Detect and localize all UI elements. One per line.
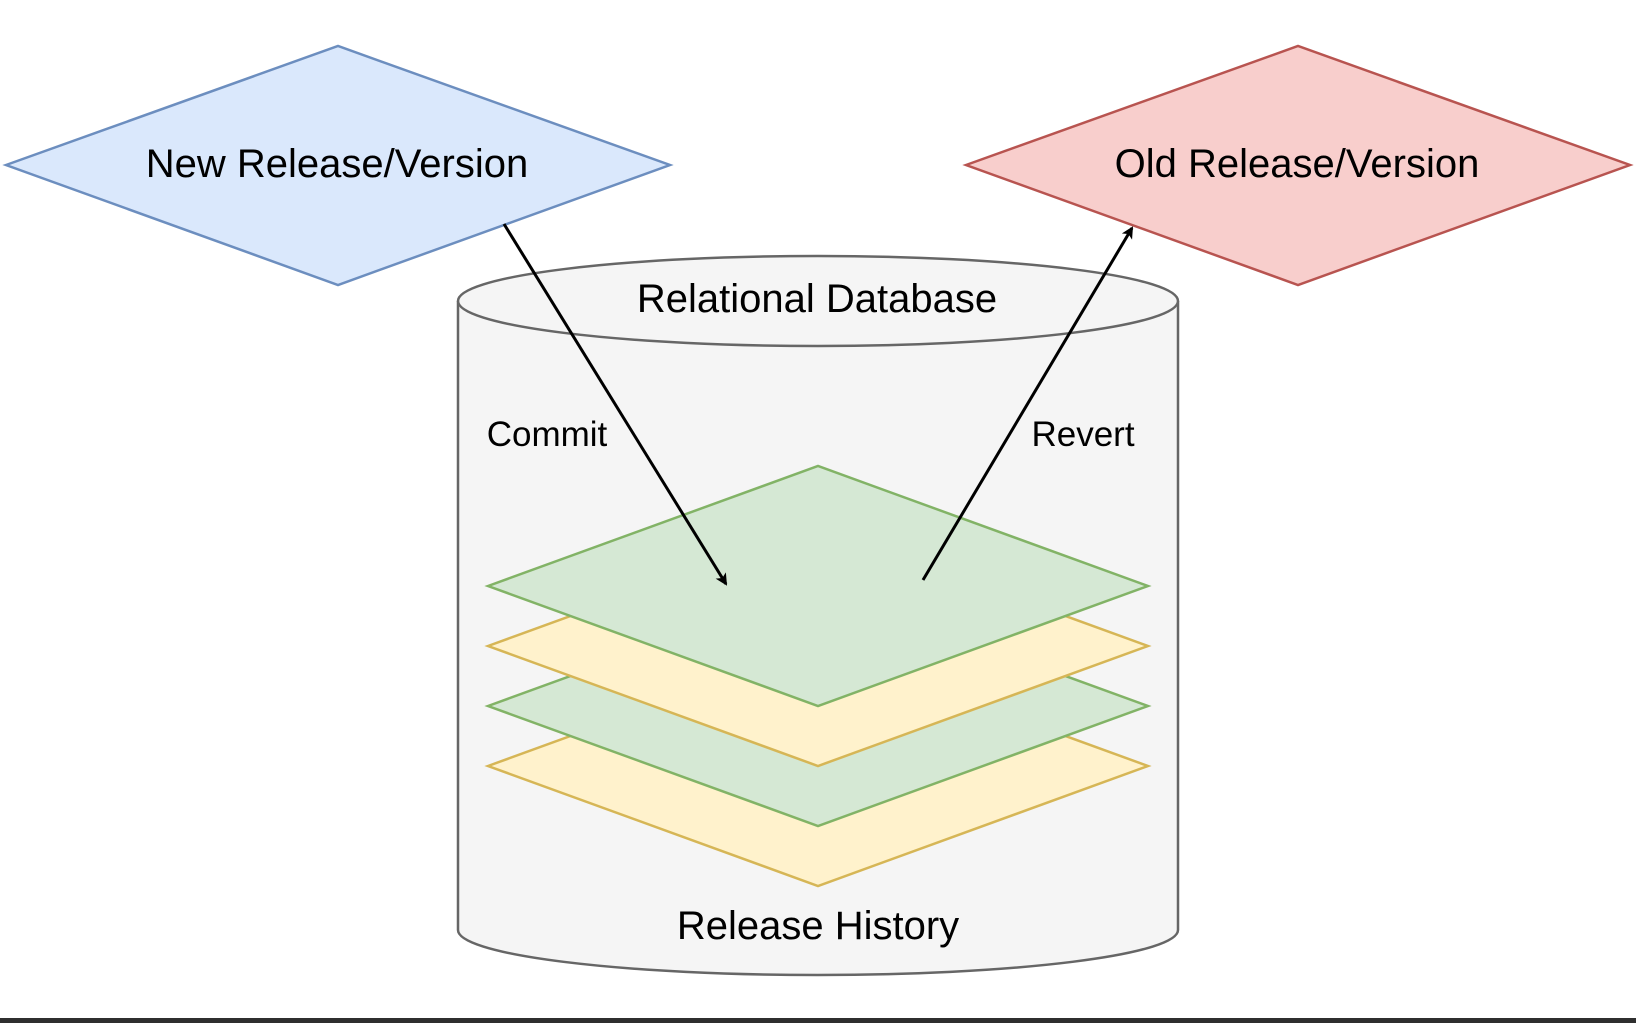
database-title: Relational Database: [637, 277, 997, 321]
bottom-frame-edge: [0, 1018, 1636, 1023]
new-release-label: New Release/Version: [146, 142, 528, 186]
revert-arrow: [921, 226, 1134, 581]
old-release-label: Old Release/Version: [1115, 142, 1480, 186]
commit-edge[interactable]: [502, 223, 728, 586]
revert-label: Revert: [1031, 415, 1134, 454]
new-release-diamond: [2, 44, 674, 287]
revert-edge[interactable]: [921, 226, 1134, 581]
new-release-node[interactable]: New Release/Version: [2, 44, 674, 287]
database-footer: Release History: [677, 904, 959, 948]
green-layer-top[interactable]: [484, 464, 1152, 708]
release-layers: [484, 464, 1152, 888]
commit-label: Commit: [487, 415, 608, 454]
old-release-diamond: [962, 44, 1634, 287]
cylinder-top: [456, 254, 1180, 348]
commit-arrow: [502, 223, 728, 586]
old-release-node[interactable]: Old Release/Version: [962, 44, 1634, 287]
